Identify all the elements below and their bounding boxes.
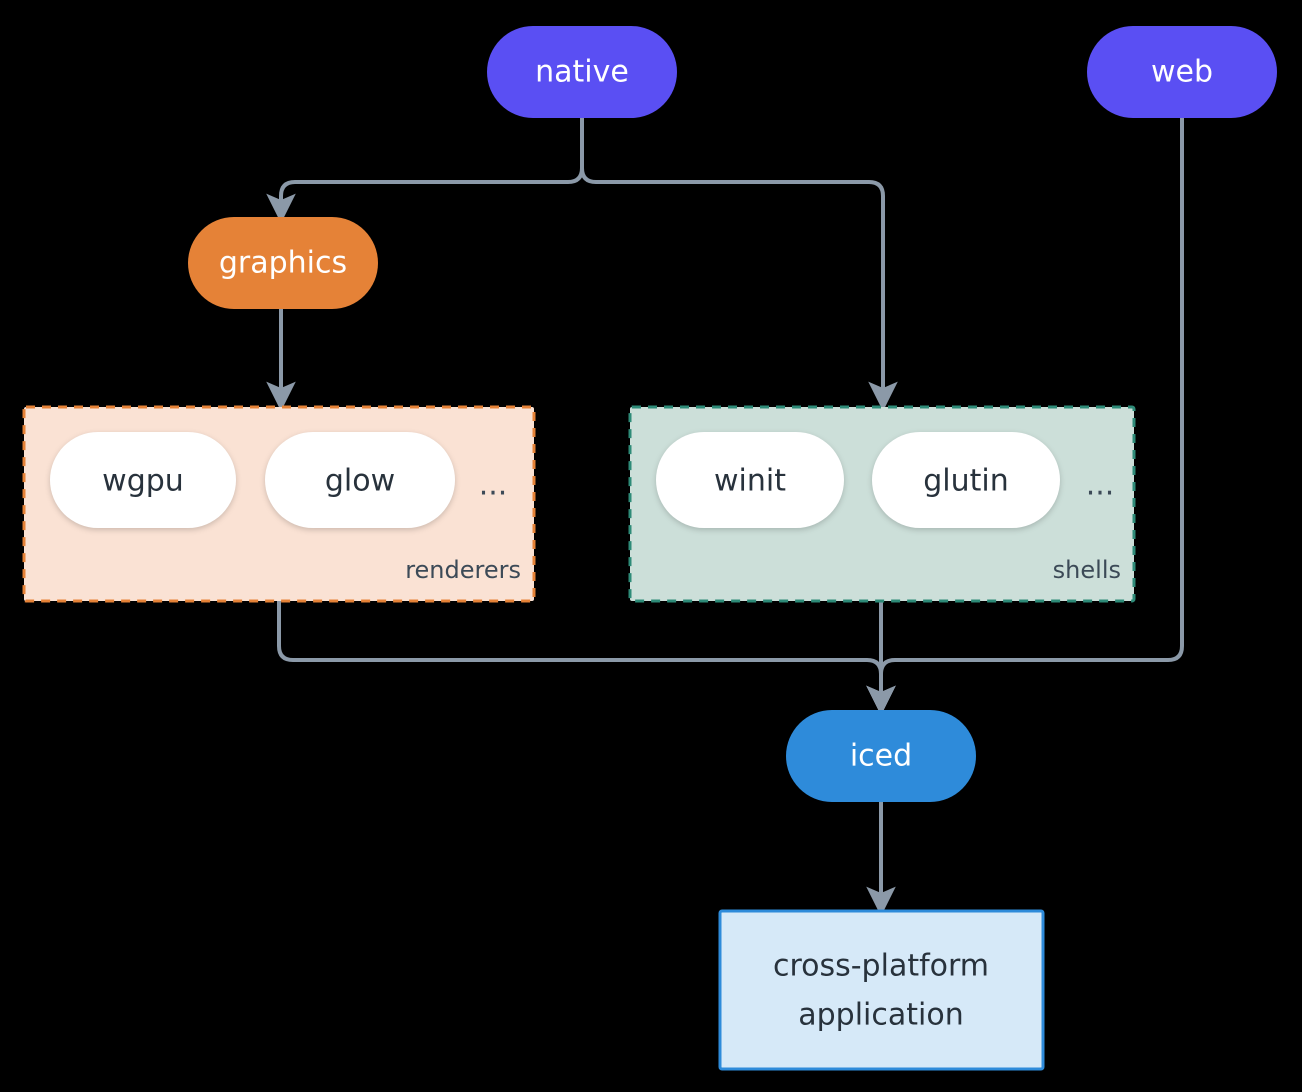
- winit-label: winit: [714, 464, 786, 499]
- application-box[interactable]: [718, 909, 1045, 1071]
- edge-renderers-to-iced: [277, 599, 896, 716]
- edge-layer: [266, 116, 1184, 917]
- wgpu-pill[interactable]: [50, 432, 236, 528]
- web-pill[interactable]: [1087, 26, 1277, 118]
- native-pill[interactable]: [487, 26, 677, 118]
- group-renderers: wgpu glow ... renderers: [22, 405, 536, 603]
- renderers-item-wgpu[interactable]: wgpu: [50, 432, 236, 528]
- wgpu-label: wgpu: [102, 464, 184, 499]
- renderers-item-glow[interactable]: glow: [265, 432, 455, 528]
- node-application[interactable]: cross-platform application: [718, 909, 1045, 1071]
- application-label-line-1: cross-platform: [773, 949, 989, 984]
- edge-web-to-iced: [866, 116, 1184, 716]
- glow-pill[interactable]: [265, 432, 455, 528]
- group-shells: winit glutin ... shells: [628, 405, 1136, 603]
- web-label: web: [1151, 55, 1213, 90]
- node-iced[interactable]: iced: [786, 710, 976, 802]
- node-graphics[interactable]: graphics: [188, 217, 378, 309]
- native-label: native: [535, 55, 629, 90]
- glow-label: glow: [325, 464, 395, 499]
- edge-native-to-graphics: [266, 116, 584, 224]
- shells-ellipsis: ...: [1086, 468, 1115, 503]
- glutin-label: glutin: [923, 464, 1009, 499]
- renderers-ellipsis: ...: [479, 468, 508, 503]
- renderers-group-label: renderers: [405, 556, 521, 584]
- shells-group-label: shells: [1053, 556, 1121, 584]
- graphics-label: graphics: [219, 246, 347, 281]
- glutin-pill[interactable]: [872, 432, 1060, 528]
- iced-label: iced: [850, 739, 912, 774]
- shells-item-glutin[interactable]: glutin: [872, 432, 1060, 528]
- node-native[interactable]: native: [487, 26, 677, 118]
- node-web[interactable]: web: [1087, 26, 1277, 118]
- application-label-line-2: application: [798, 998, 963, 1033]
- edge-native-to-shells: [580, 116, 898, 412]
- shells-item-winit[interactable]: winit: [656, 432, 844, 528]
- iced-pill[interactable]: [786, 710, 976, 802]
- graphics-pill[interactable]: [188, 217, 378, 309]
- winit-pill[interactable]: [656, 432, 844, 528]
